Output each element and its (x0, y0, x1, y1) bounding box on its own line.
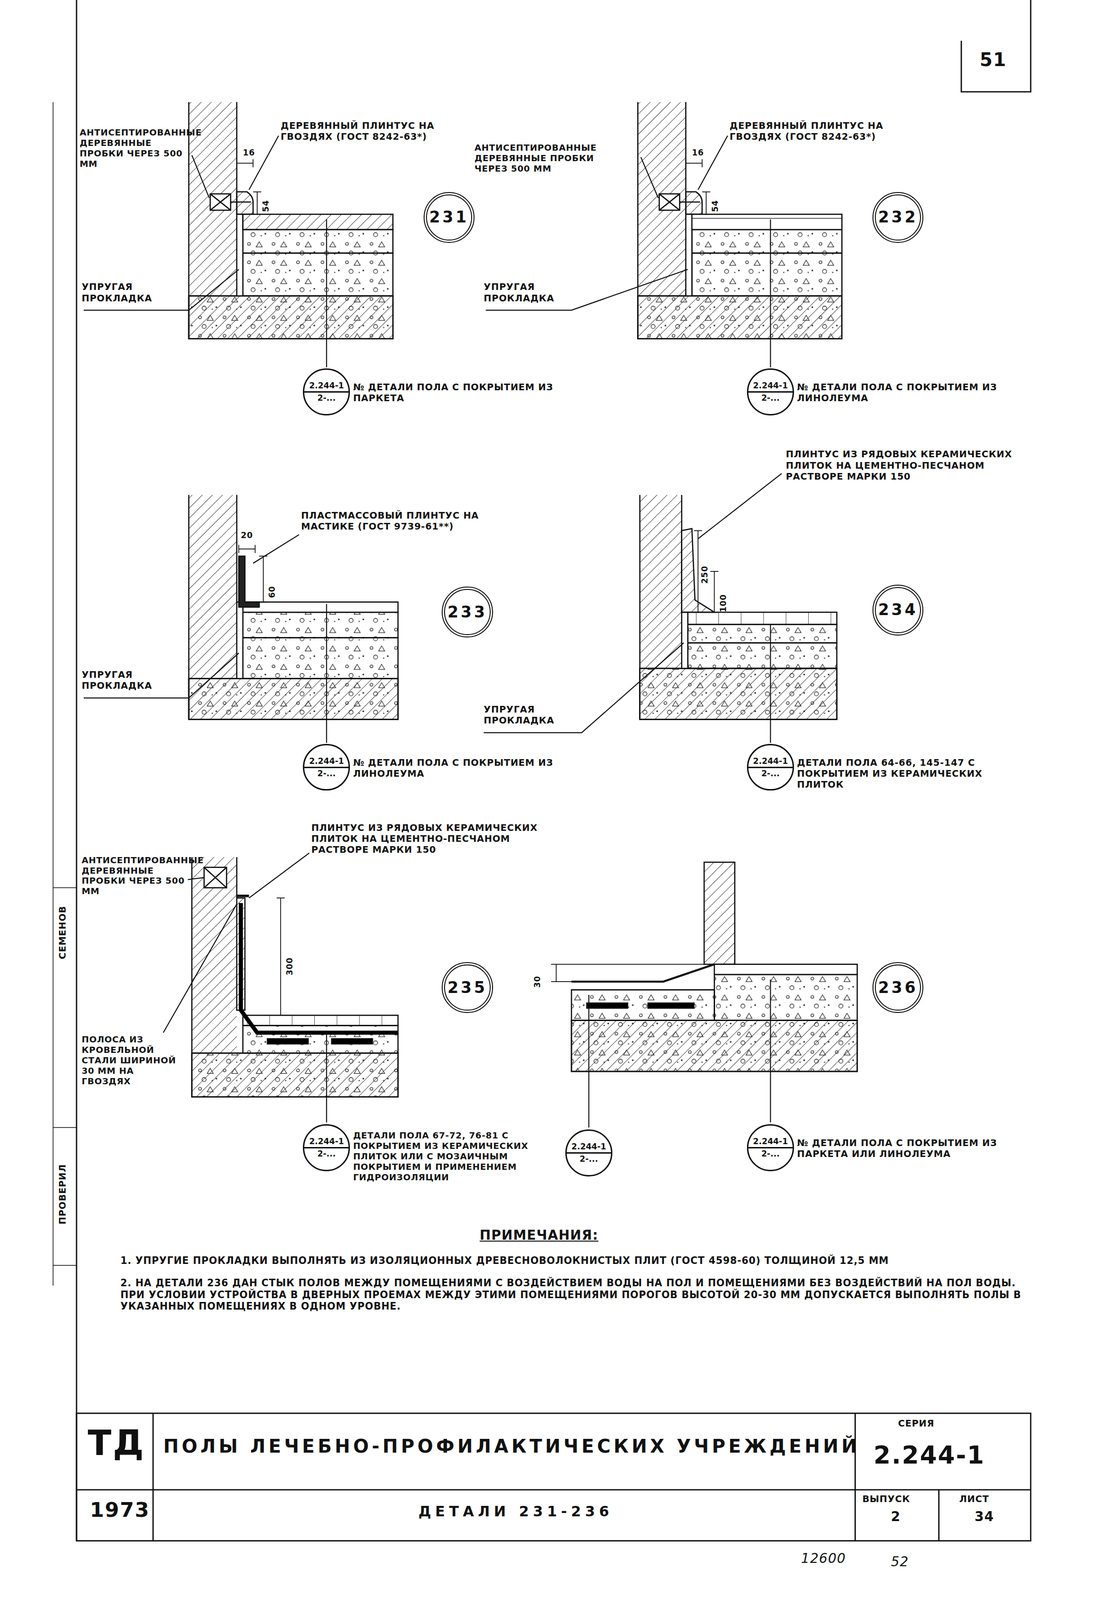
annotation-text: 2. НА ДЕТАЛИ 236 ДАН СТЫК ПОЛОВ МЕЖДУ ПО… (120, 1277, 1039, 1313)
annotation-text: ПОЛОСА ИЗ КРОВЕЛЬНОЙ СТАЛИ ШИРИНОЙ 30 ММ… (81, 1034, 185, 1087)
annotation-text: АНТИСЕПТИРОВАННЫЕ ДЕРЕВЯННЫЕ ПРОБКИ ЧЕРЕ… (81, 855, 188, 898)
dimension-text: СЕМЕНОВ (57, 905, 68, 960)
annotation-text: № ДЕТАЛИ ПОЛА С ПОКРЫТИЕМ ИЗ ПАРКЕТА ИЛИ… (796, 1137, 1027, 1160)
detail-number: 231 (429, 208, 469, 226)
annotation-text: 2 (891, 1509, 902, 1525)
annotation-text: ЛИСТ (959, 1493, 990, 1505)
annotation-text: АНТИСЕПТИРОВАННЫЕ ДЕРЕВЯННЫЕ ПРОБКИ ЧЕРЕ… (474, 142, 628, 175)
annotation-text: 34 (974, 1509, 995, 1525)
dimension-text: 54 (261, 200, 272, 213)
detail-number-circle: 233 (441, 586, 493, 638)
floor-detail-callout: 2.244-12-... (302, 368, 350, 416)
detail-number-circle: 231 (423, 192, 475, 243)
annotation-text: ДЕТАЛИ 231-236 (418, 1503, 614, 1521)
dimension-text: 60 (267, 585, 278, 598)
annotation-text: № ДЕТАЛИ ПОЛА С ПОКРЫТИЕМ ИЗ ЛИНОЛЕУМА (796, 381, 1027, 404)
detail-number: 233 (447, 603, 487, 621)
sheet-number: 2-... (304, 768, 349, 779)
dimension-text: ПРОВЕРИЛ (57, 1163, 68, 1225)
series-number: 2.244-1 (566, 1142, 611, 1154)
annotation-text: УПРУГАЯ ПРОКЛАДКА (81, 281, 185, 304)
dimension-text: 30 (532, 975, 543, 988)
annotation-text: УПРУГАЯ ПРОКЛАДКА (81, 669, 185, 692)
annotation-text: 52 (891, 1554, 910, 1570)
annotation-text: 2.244-1 (873, 1441, 986, 1471)
annotation-text: УПРУГАЯ ПРОКЛАДКА (483, 281, 586, 304)
series-number: 2.244-1 (304, 381, 349, 393)
sheet-number: 2-... (304, 392, 349, 403)
series-number: 2.244-1 (748, 381, 793, 393)
dimension-text: 54 (710, 200, 721, 213)
detail-number: 236 (878, 979, 918, 997)
sheet-number: 2-... (304, 1148, 349, 1159)
annotation-text: ПЛАСТМАССОВЫЙ ПЛИНТУС НА МАСТИКЕ (ГОСТ 9… (300, 510, 511, 533)
detail-number: 235 (447, 979, 487, 997)
annotation-text: 1973 (89, 1498, 150, 1523)
floor-detail-callout: 2.244-12-... (565, 1129, 613, 1177)
detail-number-circle: 236 (872, 962, 924, 1014)
dimension-text: 300 (284, 957, 295, 976)
annotation-text: ПЛИНТУС ИЗ РЯДОВЫХ КЕРАМИЧЕСКИХ ПЛИТОК Н… (785, 448, 1026, 483)
detail-number: 234 (878, 601, 918, 619)
sheet-number: 2-... (748, 392, 793, 403)
detail-number: 232 (878, 208, 918, 226)
annotation-text: ДЕРЕВЯННЫЙ ПЛИНТУС НА ГВОЗДЯХ (ГОСТ 8242… (280, 120, 465, 143)
annotation-text: № ДЕТАЛИ ПОЛА С ПОКРЫТИЕМ ИЗ ЛИНОЛЕУМА (353, 757, 583, 780)
annotation-text: АНТИСЕПТИРОВАННЫЕ ДЕРЕВЯННЫЕ ПРОБКИ ЧЕРЕ… (79, 127, 187, 170)
annotation-text: 51 (979, 48, 1007, 71)
detail-number-circle: 235 (441, 962, 493, 1014)
detail-number-circle: 232 (872, 192, 924, 243)
annotation-text: ВЫПУСК (862, 1493, 911, 1505)
floor-detail-callout: 2.244-12-... (746, 368, 795, 416)
annotation-text: 16 (242, 147, 255, 158)
sheet-number: 2-... (748, 768, 793, 779)
annotation-text: 12600 (801, 1550, 846, 1567)
sheet-number: 2-... (566, 1153, 611, 1164)
annotation-text: ПРИМЕЧАНИЯ: (479, 1227, 599, 1244)
dimension-text: 250 (699, 565, 710, 584)
annotation-text: ПЛИНТУС ИЗ РЯДОВЫХ КЕРАМИЧЕСКИХ ПЛИТОК Н… (311, 822, 542, 856)
dimension-text: 100 (718, 594, 729, 613)
floor-detail-callout: 2.244-12-... (746, 1124, 795, 1172)
floor-detail-callout: 2.244-12-... (302, 1124, 350, 1172)
sheet-number: 2-... (748, 1148, 793, 1159)
annotation-text: ДЕРЕВЯННЫЙ ПЛИНТУС НА ГВОЗДЯХ (ГОСТ 8242… (729, 120, 924, 143)
annotation-text: ПОЛЫ ЛЕЧЕБНО-ПРОФИЛАКТИЧЕСКИХ УЧРЕЖДЕНИЙ (163, 1435, 860, 1458)
series-number: 2.244-1 (304, 1137, 349, 1149)
series-number: 2.244-1 (748, 756, 793, 769)
detail-number-circle: 234 (872, 584, 924, 636)
floor-detail-callout: 2.244-12-... (746, 744, 795, 792)
annotation-text: СЕРИЯ (898, 1418, 935, 1430)
annotation-text: ДЕТАЛИ ПОЛА 67-72, 76-81 С ПОКРЫТИЕМ ИЗ … (353, 1130, 558, 1183)
series-number: 2.244-1 (748, 1137, 793, 1149)
annotation-text: УПРУГАЯ ПРОКЛАДКА (483, 704, 586, 727)
floor-detail-callout: 2.244-12-... (302, 744, 350, 792)
series-number: 2.244-1 (304, 756, 349, 769)
annotation-text: 1. УПРУГИЕ ПРОКЛАДКИ ВЫПОЛНЯТЬ ИЗ ИЗОЛЯЦ… (120, 1255, 1039, 1267)
annotation-text: 16 (691, 147, 704, 158)
annotation-text: ДЕТАЛИ ПОЛА 64-66, 145-147 С ПОКРЫТИЕМ И… (796, 757, 1027, 791)
annotation-text: № ДЕТАЛИ ПОЛА С ПОКРЫТИЕМ ИЗ ПАРКЕТА (353, 381, 583, 404)
annotation-text: ТД (87, 1422, 146, 1465)
annotation-text: 20 (241, 530, 253, 541)
